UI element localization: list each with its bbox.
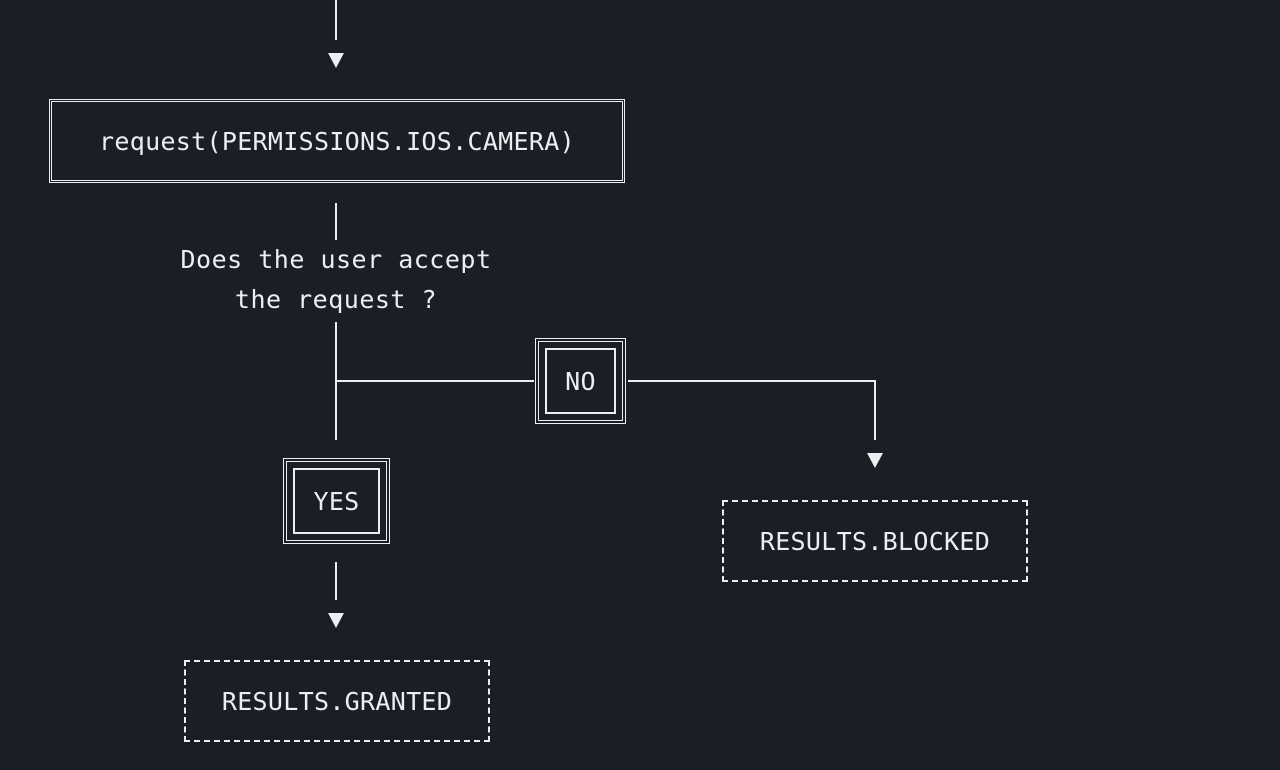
granted-result-box: RESULTS.GRANTED (184, 660, 490, 742)
yes-label: YES (313, 486, 360, 516)
question-line-1: Does the user accept (180, 245, 492, 274)
question-line-2: the request ? (234, 285, 438, 314)
yes-branch-box: YES (283, 458, 390, 544)
request-box-label: request(PERMISSIONS.IOS.CAMERA) (99, 126, 575, 156)
arrow-down-icon (867, 453, 883, 468)
arrow-down-icon (328, 613, 344, 628)
arrow-down-icon (328, 53, 344, 68)
blocked-result-box: RESULTS.BLOCKED (722, 500, 1028, 582)
decision-question: Does the user accept the request ? (136, 240, 536, 320)
blocked-result-label: RESULTS.BLOCKED (759, 526, 991, 556)
no-to-blocked-line (628, 380, 876, 440)
no-branch-box: NO (535, 338, 626, 424)
granted-result-label: RESULTS.GRANTED (221, 686, 453, 716)
no-label: NO (565, 366, 596, 396)
request-box: request(PERMISSIONS.IOS.CAMERA) (49, 99, 625, 183)
